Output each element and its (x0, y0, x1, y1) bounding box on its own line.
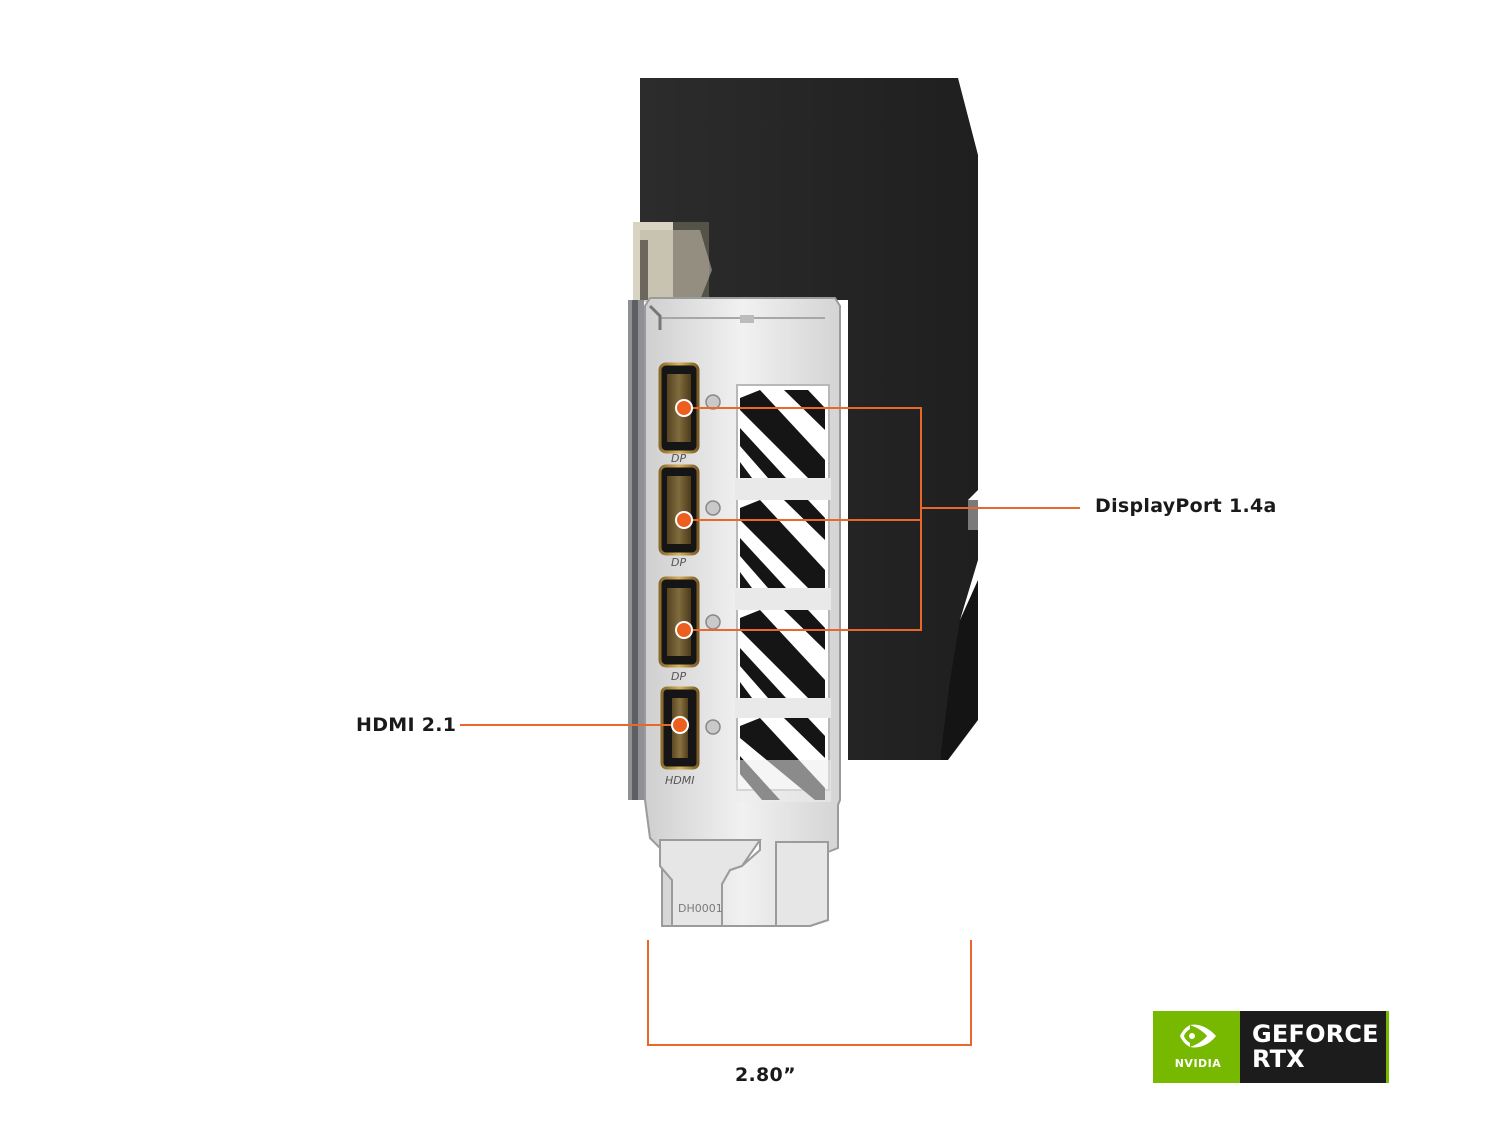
heatsink-fins (633, 222, 712, 302)
pcb-edge (628, 300, 644, 800)
displayport-label: DisplayPort 1.4a (1095, 495, 1277, 517)
width-dimension-line (647, 940, 972, 1046)
port-dots (671, 399, 693, 734)
nvidia-eye-logo-icon (1180, 1024, 1216, 1048)
dp-marking: DP (671, 670, 686, 683)
nvidia-logo-panel: NVIDIA (1156, 1011, 1240, 1083)
port-dot (675, 399, 693, 417)
bracket-width-label: 2.80” (735, 1064, 796, 1086)
geforce-rtx-badge: NVIDIA GEFORCE RTX (1153, 1011, 1389, 1083)
port-dot (675, 511, 693, 529)
bracket-code-text: DH0001 (678, 902, 723, 915)
badge-line-rtx: RTX (1252, 1045, 1305, 1073)
vent-grille (735, 384, 831, 802)
nvidia-wordmark: NVIDIA (1174, 1057, 1222, 1070)
hdmi-marking: HDMI (665, 774, 694, 787)
displayport-connector-2: DP (658, 464, 700, 569)
hdmi-label: HDMI 2.1 (356, 714, 457, 736)
dp-marking: DP (671, 556, 686, 569)
callout-lines (460, 407, 1080, 1046)
dp-marking: DP (671, 452, 686, 465)
badge-line-geforce: GEFORCE (1252, 1020, 1379, 1048)
card-shroud (640, 78, 978, 760)
port-dot (675, 621, 693, 639)
port-dot (671, 716, 689, 734)
